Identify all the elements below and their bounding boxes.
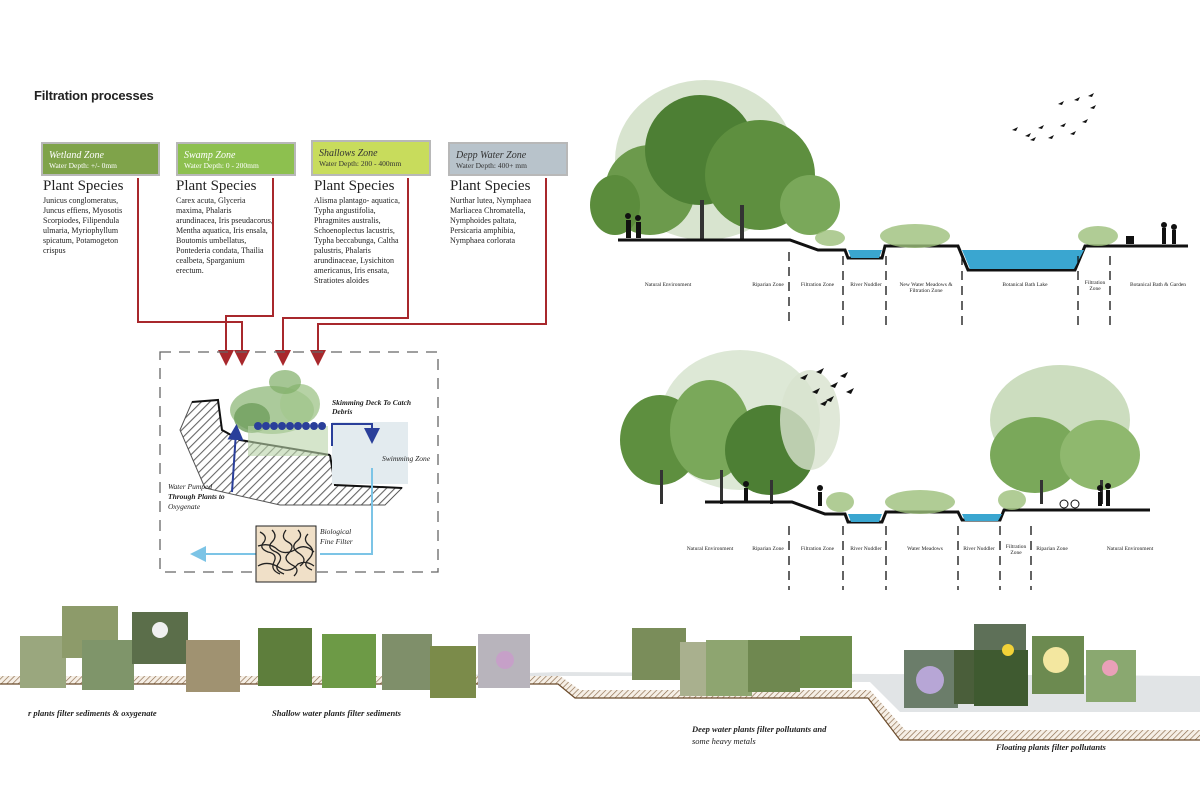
page-title: Filtration processes (34, 88, 154, 103)
gravel-beads (254, 422, 326, 430)
section-1-label: River Nuddler (850, 282, 882, 288)
section-1-label: Filtration Zone (1084, 280, 1106, 292)
species-header: Plant Species (314, 178, 395, 194)
caption-shallow: Shallow water plants filter sediments (272, 708, 401, 718)
caption-deep: Deep water plants filter pollutants and (692, 724, 827, 734)
zone-name: Swamp Zone (184, 150, 236, 161)
section-1-label: Natural Environment (644, 282, 692, 288)
zone-name: Shallows Zone (319, 148, 378, 159)
section-1-illustration (590, 80, 1188, 272)
shallows-zone-box: Shallows Zone Water Depth: 200 - 400mm (311, 140, 431, 176)
zone-depth: Water Depth: +/- 0mm (49, 161, 117, 170)
zone-depth: Water Depth: 400+ mm (456, 161, 527, 170)
zone-depth: Water Depth: 0 - 200mm (184, 161, 259, 170)
section-2-illustration (620, 350, 1150, 524)
caption-deep-2: some heavy metals (692, 736, 756, 746)
species-header: Plant Species (176, 178, 257, 194)
section-2-label: Filtration Zone (1005, 544, 1027, 556)
species-list: Nurthar lutea, Nymphaea Marliacea Chroma… (450, 196, 532, 245)
section-1-label: Riparian Zone (752, 282, 784, 288)
deep-water-zone-box: Depp Water Zone Water Depth: 400+ mm (448, 142, 568, 176)
section-1-dividers (788, 252, 1111, 326)
water-pumped-label-3: Oxygenate (168, 502, 201, 511)
section-2-label: Riparian Zone (1036, 546, 1068, 552)
species-header: Plant Species (450, 178, 531, 194)
skimming-deck-label: Skimming Deck To Catch Debris (332, 398, 412, 416)
section-2-label: Water Meadows (907, 546, 943, 552)
zone-name: Depp Water Zone (456, 150, 527, 161)
species-list: Junicus conglomeratus, Juncus effiens, M… (43, 196, 123, 255)
section-1-label: Botanical Bath & Garden (1129, 282, 1187, 288)
section-2-label: Natural Environment (1106, 546, 1154, 552)
species-list: Carex acuta, Glyceria maxima, Phalaris a… (176, 196, 273, 275)
species-list: Alisma plantago- aquatica, Typha angusti… (314, 196, 400, 285)
swimming-pond-water (332, 422, 408, 484)
section-1-label: Botanical Bath Lake (1002, 282, 1048, 288)
section-2-label: River Nuddler (850, 546, 882, 552)
swamp-zone-box: Swamp Zone Water Depth: 0 - 200mm (176, 142, 296, 176)
section-2-label: Filtration Zone (800, 546, 835, 552)
water-pumped-label-1: Water Pumped (168, 482, 213, 491)
plant-photos (20, 606, 1136, 708)
section-2-label: River Nuddler (963, 546, 995, 552)
zone-name: Wetland Zone (49, 150, 104, 161)
section-2-dividers (788, 526, 1032, 590)
caption-floating: Floating plants filter pollutants (996, 742, 1106, 752)
biological-filter-label-1: Biological (320, 527, 352, 536)
caption-oxygenate: r plants filter sediments & oxygenate (28, 708, 157, 718)
swimming-zone-label: Swimming Zone (382, 454, 431, 463)
wetland-zone-box: Wetland Zone Water Depth: +/- 0mm (41, 142, 160, 176)
section-1-label: New Water Meadows & Filtration Zone (899, 282, 953, 294)
red-flow-lines (137, 178, 547, 366)
species-header: Plant Species (43, 178, 124, 194)
planting-bed (230, 370, 328, 456)
section-2-label: Natural Environment (686, 546, 734, 552)
biological-filter (255, 525, 317, 583)
section-2-label: Riparian Zone (752, 546, 784, 552)
water-pumped-label-2: Through Plants to (168, 492, 225, 501)
zone-depth: Water Depth: 200 - 400mm (319, 159, 402, 168)
biological-filter-label-2: Fine Filter (320, 537, 353, 546)
section-1-label: Filtration Zone (800, 282, 835, 288)
